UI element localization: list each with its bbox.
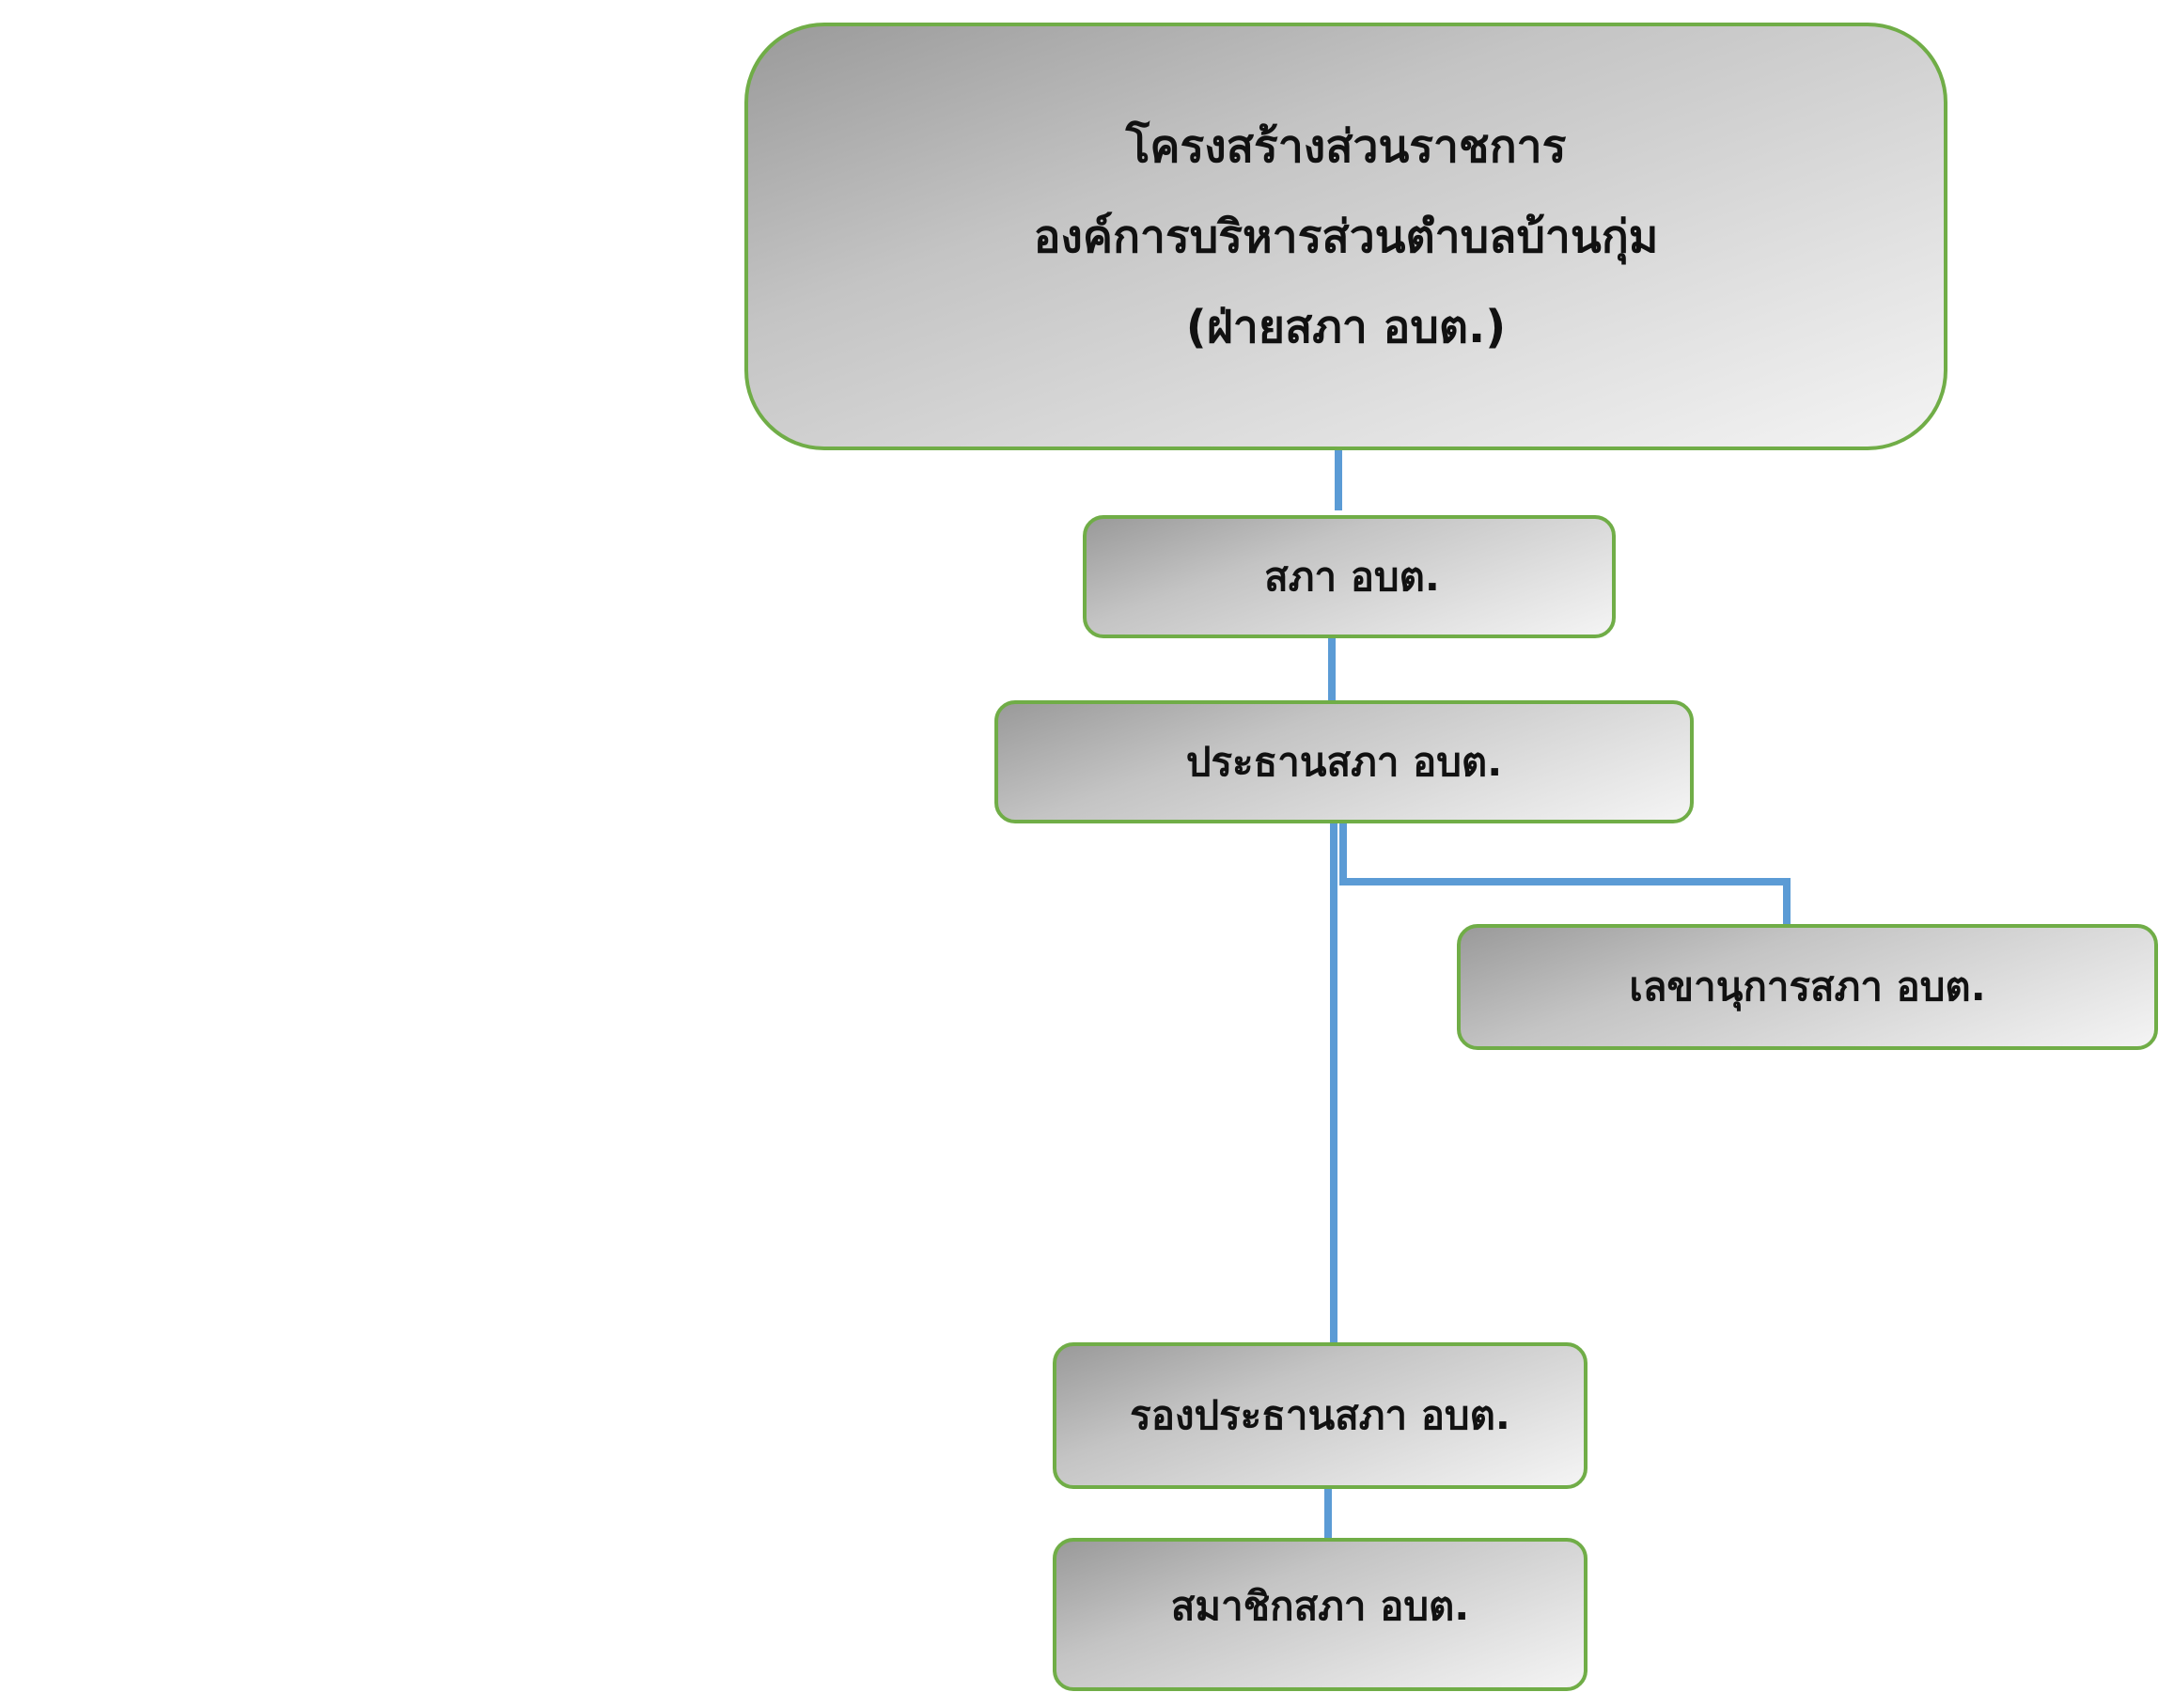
chairman-label: ประธานสภา อบต. <box>1185 738 1503 785</box>
connector-vice-members <box>1324 1485 1332 1540</box>
title-line-2: องค์การบริหารส่วนตำบลบ้านกุ่ม <box>1033 210 1659 263</box>
title-line-1: โครงสร้างส่วนราชการ <box>1125 119 1567 173</box>
connector-council-chairman <box>1328 637 1336 701</box>
connector-chairman-secretary-drop <box>1339 822 1347 885</box>
vice-chairman-label: รองประธานสภา อบต. <box>1130 1392 1510 1438</box>
title-line-3: (ฝ่ายสภา อบต.) <box>1185 300 1507 353</box>
connector-chairman-secretary-horizontal <box>1339 878 1791 885</box>
council-label: สภา อบต. <box>1264 553 1440 600</box>
connector-secretary-rise <box>1783 878 1791 925</box>
secretary-label: เลขานุการสภา อบต. <box>1629 964 1986 1010</box>
connector-chairman-vice <box>1330 822 1337 1344</box>
council-box: สภา อบต. <box>1083 515 1616 638</box>
title-box: โครงสร้างส่วนราชการ องค์การบริหารส่วนตำบ… <box>744 23 1947 450</box>
members-label: สมาชิกสภา อบต. <box>1170 1582 1470 1629</box>
vice-chairman-box: รองประธานสภา อบต. <box>1053 1342 1587 1489</box>
connector-title-council <box>1335 449 1342 510</box>
members-box: สมาชิกสภา อบต. <box>1053 1538 1587 1691</box>
secretary-box: เลขานุการสภา อบต. <box>1457 924 2158 1050</box>
chairman-box: ประธานสภา อบต. <box>994 700 1694 823</box>
